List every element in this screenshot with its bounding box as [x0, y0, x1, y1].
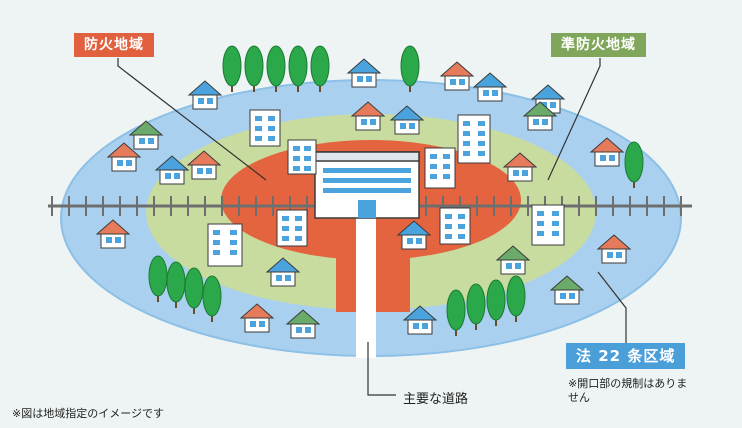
house-icon: [265, 257, 301, 287]
tree-icon: [266, 45, 286, 92]
house-icon: [522, 101, 558, 131]
opening-note: ※開口部の規制はありません: [568, 377, 688, 404]
central-building: [314, 151, 420, 219]
house-icon: [187, 80, 223, 110]
house-icon: [495, 245, 531, 275]
tree-icon: [310, 45, 330, 92]
building-icon: [439, 207, 471, 245]
house-icon: [502, 152, 538, 182]
tree-icon: [506, 275, 526, 322]
house-icon: [402, 305, 438, 335]
house-icon: [128, 120, 164, 150]
main-road-label: 主要な道路: [403, 392, 469, 407]
semi-fire-zone-label: 準防火地域: [551, 33, 646, 57]
tree-icon: [184, 267, 204, 314]
building-icon: [249, 109, 281, 147]
tree-icon: [202, 275, 222, 322]
law22-zone-leader-line: [597, 271, 627, 344]
house-icon: [396, 220, 432, 250]
fire-zone-leader-line: [117, 58, 267, 181]
house-icon: [589, 137, 625, 167]
building-icon: [531, 204, 565, 246]
house-icon: [186, 150, 222, 180]
main-road: [356, 212, 376, 358]
houses-group: [95, 58, 632, 339]
building-icon: [424, 147, 456, 189]
trees-group: [148, 45, 644, 336]
tree-icon: [400, 45, 420, 92]
tree-icon: [466, 283, 486, 330]
building-icon: [207, 223, 243, 267]
image-note: ※図は地域指定のイメージです: [12, 407, 164, 420]
tree-icon: [244, 45, 264, 92]
tree-icon: [222, 45, 242, 92]
building-icon: [287, 139, 317, 175]
house-icon: [95, 219, 131, 249]
house-icon: [285, 309, 321, 339]
house-icon: [472, 72, 508, 102]
house-icon: [439, 61, 475, 91]
house-icon: [549, 275, 585, 305]
law22-zone-label: 法 22 条区域: [566, 343, 686, 369]
house-icon: [239, 303, 275, 333]
house-icon: [389, 105, 425, 135]
house-icon: [350, 101, 386, 131]
building-icon: [457, 114, 491, 164]
tree-icon: [288, 45, 308, 92]
semi-fire-zone-leader-line: [547, 58, 601, 181]
tree-icon: [148, 255, 168, 302]
house-icon: [106, 142, 142, 172]
road-leader-line: [367, 342, 396, 396]
tree-icon: [486, 279, 506, 326]
tree-icon: [446, 289, 466, 336]
tree-icon: [624, 141, 644, 188]
building-icon: [276, 209, 308, 247]
house-icon: [154, 155, 190, 185]
fire-zone-label: 防火地域: [74, 33, 154, 57]
buildings-group: [207, 109, 565, 267]
house-icon: [596, 234, 632, 264]
house-icon: [346, 58, 382, 88]
